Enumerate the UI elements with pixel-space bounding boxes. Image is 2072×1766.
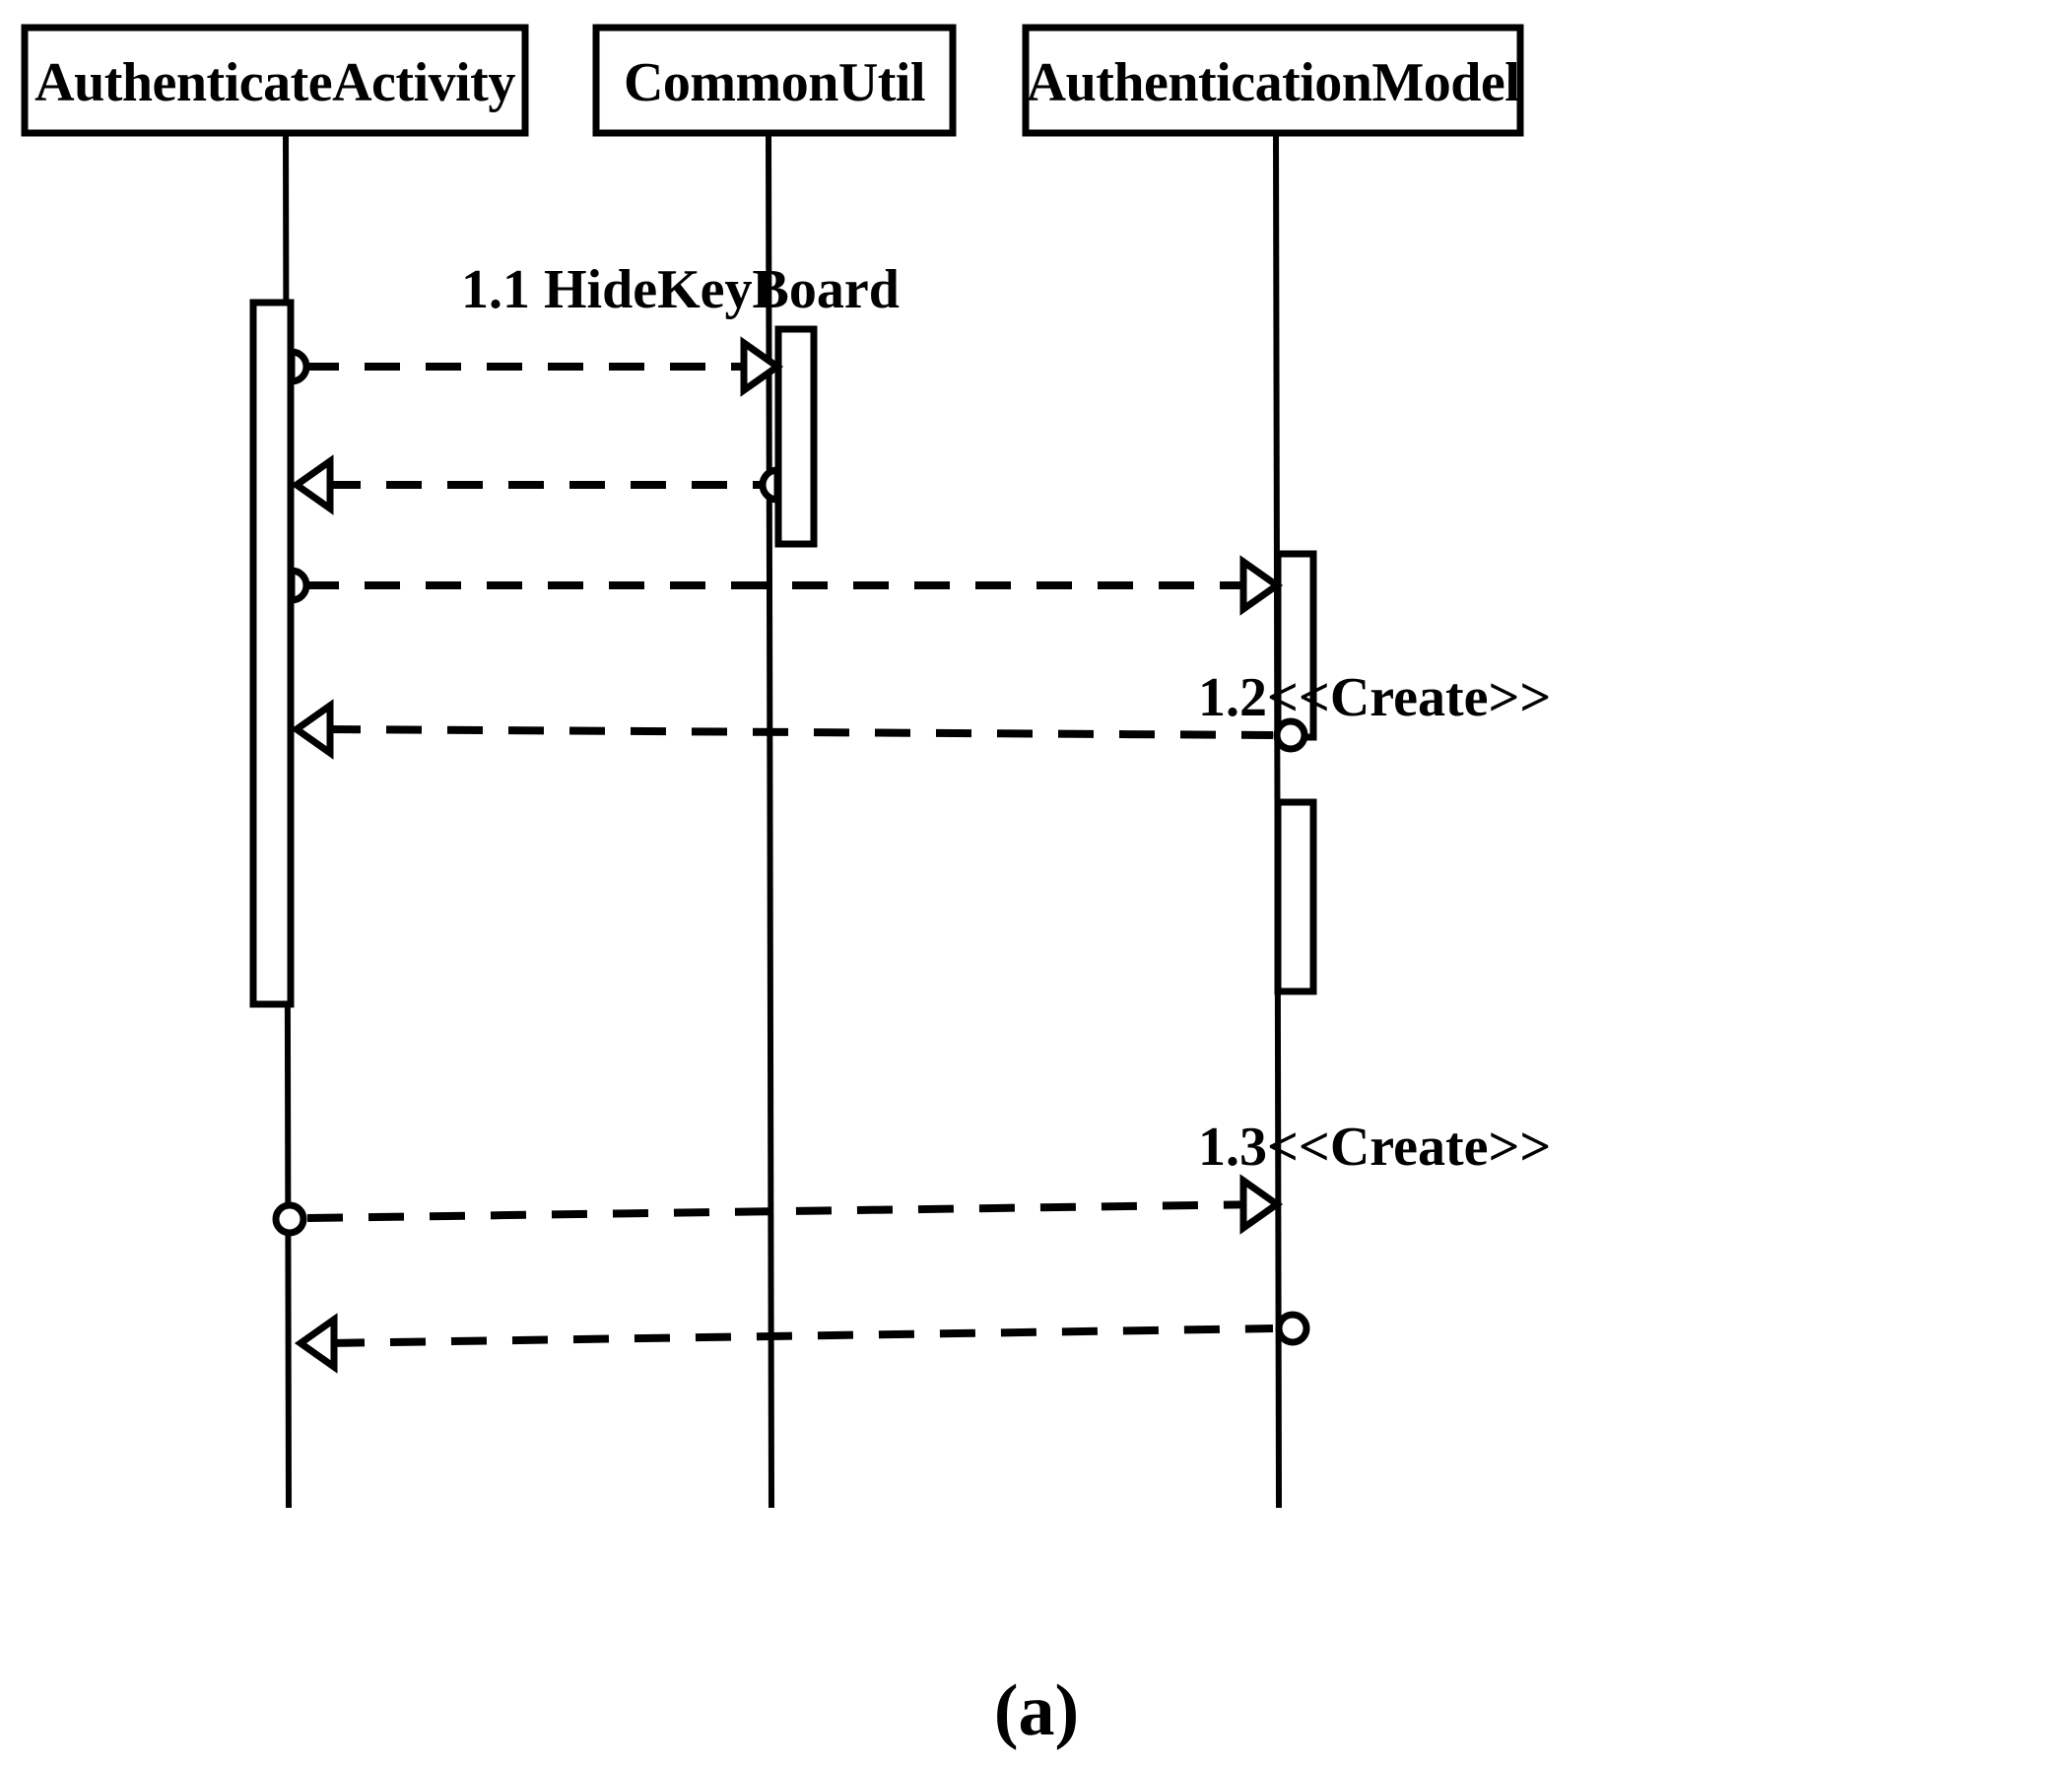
message-1-2-arrowhead-icon (1239, 555, 1284, 616)
message-1-3-return-line (328, 1324, 1274, 1347)
activation-authenticate-activity[interactable] (249, 299, 295, 1008)
message-1-1-origin-ball-icon (288, 348, 310, 385)
activation-authentication-model-2[interactable] (1274, 798, 1317, 995)
message-1-1-return-arrowhead-icon (290, 454, 334, 515)
message-1-2[interactable]: 1.2<<Create>> (288, 555, 1551, 728)
message-1-3[interactable]: 1.3<<Create>> (272, 1117, 1551, 1237)
activation-common-util[interactable] (774, 325, 818, 548)
participant-box-authenticate-activity[interactable] (21, 24, 529, 137)
message-1-3-return-origin-ball-icon (1275, 1311, 1310, 1346)
participant-label-authenticate-activity: AuthenticateActivity (34, 52, 515, 113)
participant-box-authentication-model[interactable] (1022, 24, 1524, 137)
message-1-1[interactable]: 1.1 HideKeyBoard (288, 249, 853, 397)
message-1-3-label: 1.3<<Create>> (1198, 1117, 1551, 1178)
participant-authentication-model[interactable]: AuthenticationModel (1022, 24, 1524, 137)
message-1-1-return-origin-ball-icon (759, 466, 781, 504)
message-1-3-line (306, 1200, 1267, 1222)
message-1-2-return-line (324, 725, 1274, 739)
message-1-3-arrowhead-icon (1239, 1174, 1284, 1235)
message-1-2-return-arrowhead-icon (290, 699, 334, 760)
participant-common-util[interactable]: CommonUtil (592, 24, 957, 137)
participant-label-common-util: CommonUtil (624, 52, 925, 113)
message-1-3-return[interactable] (294, 1311, 1310, 1374)
participant-label-authentication-model: AuthenticationModel (1027, 52, 1520, 113)
message-1-2-return-origin-ball-icon (1273, 717, 1308, 753)
lifeline-common-util (766, 132, 774, 1509)
message-1-2-return[interactable] (290, 699, 1308, 760)
activation-bars-group (249, 299, 1317, 1008)
message-1-1-return[interactable] (290, 454, 781, 515)
message-1-1-label-overlay: 1.1 HideKeyBoard (461, 259, 900, 320)
message-1-2-label: 1.2<<Create>> (1198, 667, 1551, 728)
message-1-3-return-arrowhead-icon (294, 1313, 338, 1374)
participant-authenticate-activity[interactable]: AuthenticateActivity (21, 24, 529, 137)
participant-box-common-util[interactable] (592, 24, 957, 137)
message-1-3-origin-ball-icon (272, 1201, 307, 1237)
figure-caption: (a) (994, 1670, 1079, 1751)
message-1-1-arrowhead-icon (740, 336, 784, 397)
message-1-2-origin-ball-icon (288, 567, 310, 604)
